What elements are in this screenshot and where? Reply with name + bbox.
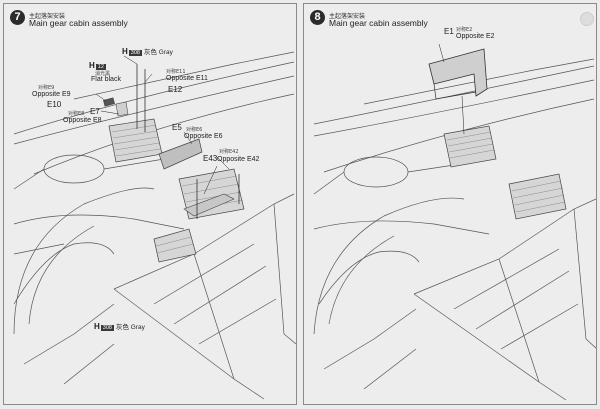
paint-letter: H: [89, 61, 95, 70]
corner-mark: [580, 12, 594, 26]
step-title-cn: 主起落架安装: [29, 13, 66, 20]
part-e6-cn: 对称E6: [186, 127, 203, 133]
paint-code: 12: [95, 64, 106, 70]
paint-letter: H: [122, 47, 128, 56]
part-e42-cn: 对称E42: [219, 149, 239, 155]
part-e2-cn: 对称E2: [456, 27, 473, 33]
part-e8-label: Opposite E8: [63, 117, 102, 124]
part-e2-label: Opposite E2: [456, 33, 495, 40]
part-e12-label: E12: [168, 85, 183, 94]
step-title: Main gear cabin assembly: [29, 18, 128, 28]
step-title: Main gear cabin assembly: [329, 18, 428, 28]
step-7-line-drawing: [13, 51, 296, 400]
part-e10-label: E10: [47, 100, 62, 109]
part-e7-label: E7: [90, 107, 100, 116]
part-e9-cn: 对称E9: [38, 85, 55, 91]
part-e6-label: Opposite E6: [184, 133, 223, 140]
paint-name: Gray: [130, 324, 145, 331]
part-e1-label: E1: [444, 27, 454, 36]
step-number: 7: [10, 10, 25, 25]
part-e8-cn: 对称E8: [68, 111, 85, 117]
part-e11-cn: 对称E11: [166, 69, 186, 75]
step-7-panel: 7 主起落架安装 Main gear cabin assembly: [3, 3, 297, 405]
paint-code: 308: [128, 50, 142, 56]
paint-name-cn: 灰色: [115, 324, 129, 331]
part-e5-label: E5: [172, 123, 182, 132]
part-e42-label: Opposite E42: [217, 156, 260, 163]
part-e11-label: Opposite E11: [166, 75, 208, 82]
paint-code: 308: [100, 325, 114, 331]
paint-name-cn: 消光黑: [95, 71, 111, 77]
paint-name-cn: 灰色: [143, 49, 157, 56]
part-e43-label: E43: [203, 154, 218, 163]
paint-name: Gray: [158, 49, 173, 56]
paint-letter: H: [94, 322, 100, 331]
step-number: 8: [310, 10, 325, 25]
part-e9-label: Opposite E9: [32, 91, 71, 98]
paint-name: Flat black: [91, 76, 121, 83]
step-8-line-drawing: [313, 43, 596, 401]
step-title-cn: 主起落架安装: [329, 13, 366, 20]
step-8-panel: 8 主起落架安装 Main gear cabin assembly: [303, 3, 597, 405]
